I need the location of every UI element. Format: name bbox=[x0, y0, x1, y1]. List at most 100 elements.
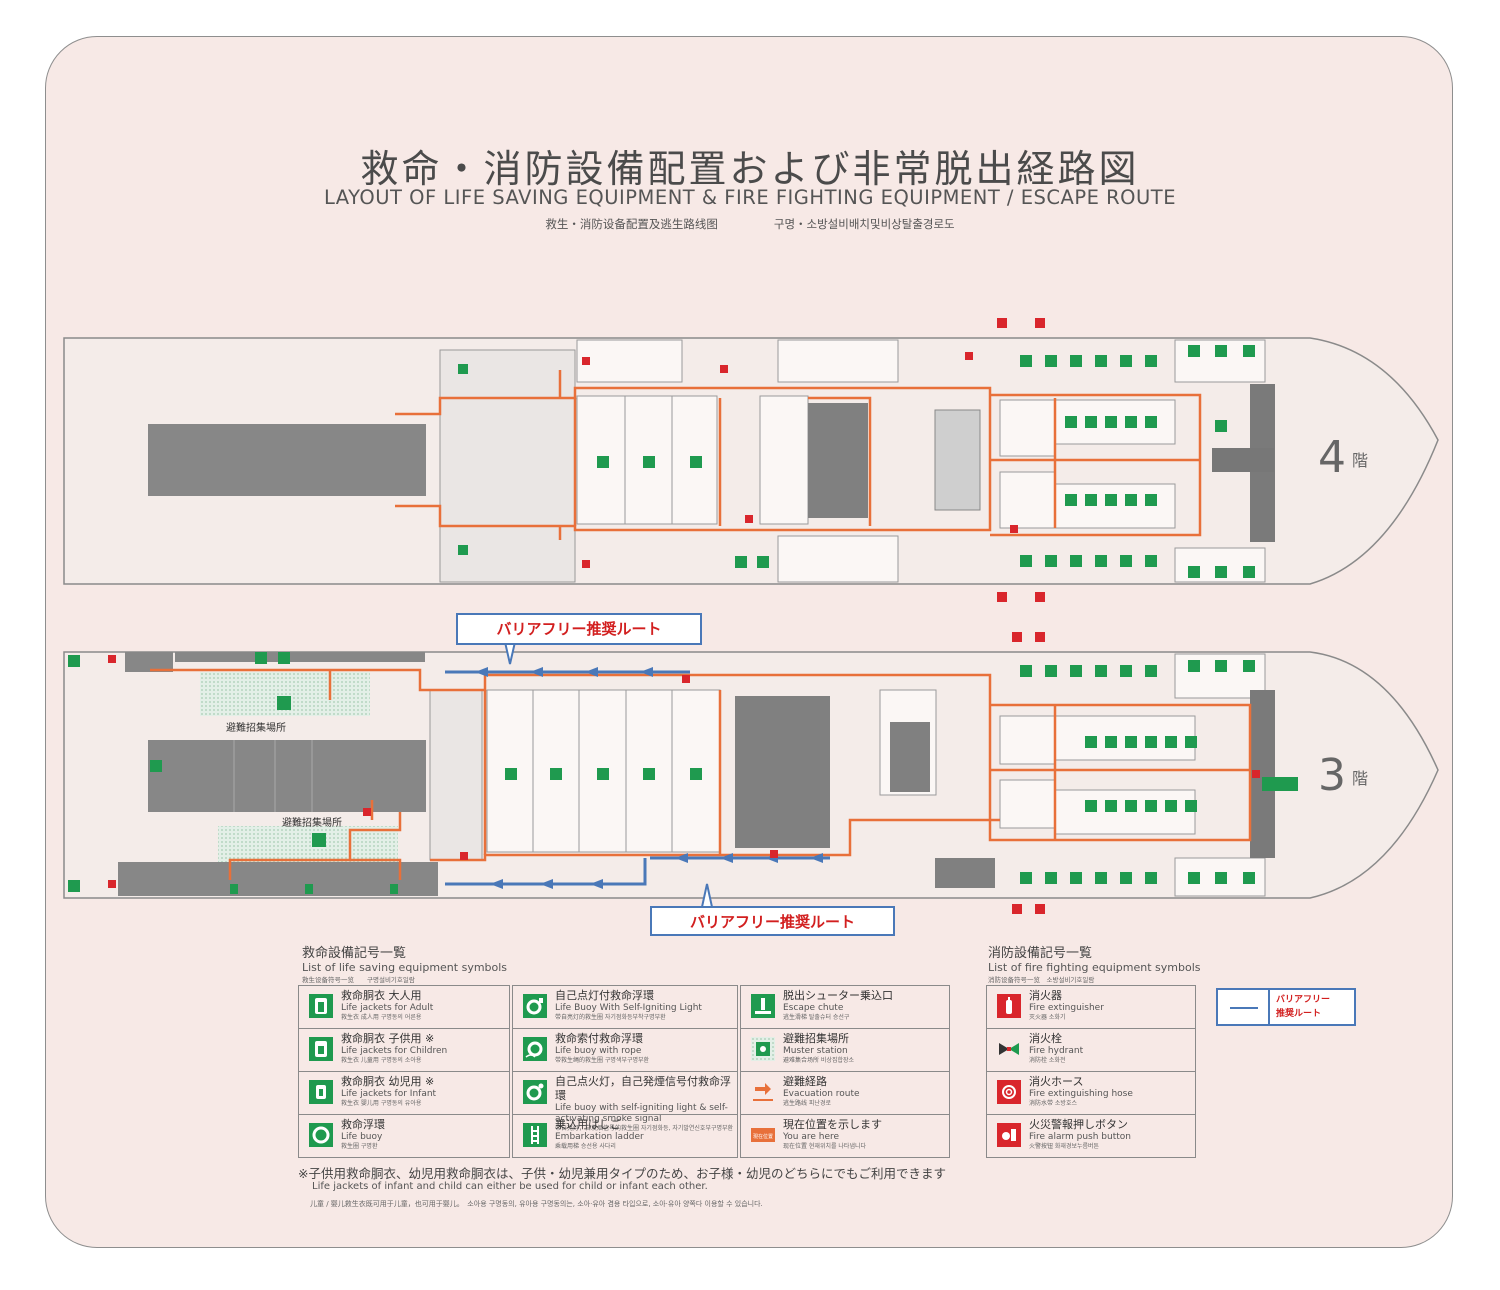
evacuation-route-icon bbox=[753, 1083, 773, 1101]
fire-hydrant-icon bbox=[999, 1043, 1019, 1055]
title-chinese: 救生・消防设备配置及逃生路线图 bbox=[545, 217, 718, 231]
legend-sub: 救生衣 儿童用 구명동의 소아용 bbox=[341, 1057, 422, 1064]
fire-fighting-legend-header: 消防設備記号一覧 List of fire fighting equipment… bbox=[988, 942, 1200, 984]
barrier-legend-line1: バリアフリー bbox=[1276, 995, 1331, 1005]
legend-jp: 救命浮環 bbox=[341, 1118, 385, 1131]
floor-4-number: 4 bbox=[1318, 432, 1346, 483]
legend-en: Life jackets for Adult bbox=[341, 1002, 434, 1013]
legend-sub: 逃生滑梯 탈출슈터 승선구 bbox=[783, 1014, 850, 1021]
life-jacket-adult-icon bbox=[309, 994, 333, 1018]
legend-jp: 現在位置を示します bbox=[783, 1118, 882, 1131]
map-board bbox=[45, 36, 1453, 1248]
barrier-free-legend-text: バリアフリー推奨ルート bbox=[1276, 993, 1330, 1021]
life-legend-title: 救命設備記号一覧 bbox=[302, 946, 407, 961]
legend-icon-wrap bbox=[751, 1037, 775, 1061]
floor-3-number: 3 bbox=[1318, 750, 1346, 801]
deck-3-garage-dark bbox=[148, 740, 426, 812]
deck-3-machinery bbox=[735, 696, 830, 848]
fire-legend-title-en: List of fire fighting equipment symbols bbox=[988, 961, 1201, 974]
legend-jp: 火災警報押しボタン bbox=[1029, 1118, 1128, 1131]
note-chinese-korean: 儿童 / 婴儿救生衣既可用于儿童，也可用于婴儿。 소아용 구명동의, 유아용 구… bbox=[310, 1200, 763, 1208]
legend-sub: 现在位置 현재위치를 나타냅니다 bbox=[783, 1143, 867, 1150]
fire-hose-icon bbox=[997, 1080, 1021, 1104]
title-subtitles: 救生・消防设备配置及逃生路线图 구명・소방설비배치및비상탈출경로도 bbox=[0, 216, 1500, 232]
legend-icon-wrap bbox=[997, 1037, 1021, 1061]
legend-jp: 避難経路 bbox=[783, 1075, 827, 1088]
legend-icon-wrap bbox=[309, 1123, 333, 1147]
deck-4-lobby bbox=[439, 349, 576, 583]
legend-jp: 乗込用はしご bbox=[555, 1118, 621, 1131]
legend-en: Life jackets for Children bbox=[341, 1045, 448, 1056]
legend-jp: 避難招集場所 bbox=[783, 1032, 849, 1045]
legend-icon-wrap bbox=[523, 994, 547, 1018]
fire-extinguisher-icon bbox=[997, 994, 1021, 1018]
life-legend-title-en: List of life saving equipment symbols bbox=[302, 961, 508, 974]
legend-sub: 救生衣 成人用 구명동의 어른용 bbox=[341, 1014, 422, 1021]
legend-en: Embarkation ladder bbox=[555, 1131, 644, 1142]
deck-4-gangway-dark bbox=[148, 424, 426, 496]
life-buoy-light-icon bbox=[523, 994, 547, 1018]
legend-jp: 救命胴衣 子供用 ※ bbox=[341, 1032, 435, 1045]
legend-icon-wrap bbox=[997, 1080, 1021, 1104]
muster-station-label-upper: 避難招集場所 bbox=[226, 723, 286, 734]
barrier-free-route-lower-b bbox=[445, 858, 647, 886]
life-jacket-infant-icon bbox=[309, 1080, 333, 1104]
legend-icon-wrap bbox=[751, 1080, 775, 1104]
legend-sub: 乘载用梯 승선용 사다리 bbox=[555, 1143, 616, 1150]
barrier-free-legend-line bbox=[1230, 1007, 1258, 1009]
legend-en: You are here bbox=[783, 1131, 840, 1142]
deck-4-stair-core bbox=[934, 409, 981, 511]
legend-sub: 救生圈 구명환 bbox=[341, 1143, 378, 1150]
embarkation-ladder-icon bbox=[523, 1123, 547, 1147]
legend-jp: 救命胴衣 幼児用 ※ bbox=[341, 1075, 435, 1088]
legend-en: Life buoy with rope bbox=[555, 1045, 642, 1056]
legend-icon-wrap bbox=[309, 994, 333, 1018]
legend-en: Life jackets for Infant bbox=[341, 1088, 437, 1099]
muster-station-label-lower: 避難招集場所 bbox=[282, 818, 342, 829]
life-jacket-child-icon bbox=[309, 1037, 333, 1061]
note-japanese: ※子供用救命胴衣、幼児用救命胴衣は、子供・幼児兼用タイプのため、お子様・幼児のど… bbox=[298, 1166, 946, 1181]
legend-jp: 救命胴衣 大人用 bbox=[341, 989, 422, 1002]
floor-4-suffix: 階 bbox=[1352, 451, 1369, 470]
legend-en: Fire extinguisher bbox=[1029, 1002, 1104, 1013]
legend-icon-wrap: 現在位置 bbox=[751, 1123, 775, 1147]
legend-icon-wrap bbox=[309, 1080, 333, 1104]
life-saving-legend-header: 救命設備記号一覧 List of life saving equipment s… bbox=[302, 942, 507, 984]
legend-sub: 避难集合场所 비상집합장소 bbox=[783, 1057, 855, 1064]
escape-chute-icon bbox=[751, 994, 775, 1018]
title-korean: 구명・소방설비배치및비상탈출경로도 bbox=[773, 217, 955, 231]
legend-jp: 消火器 bbox=[1029, 989, 1062, 1002]
life-buoy-icon bbox=[309, 1123, 333, 1147]
title-english: LAYOUT OF LIFE SAVING EQUIPMENT & FIRE F… bbox=[323, 186, 1177, 209]
life-buoy-smoke-icon bbox=[523, 1080, 547, 1104]
legend-jp: 消火ホース bbox=[1029, 1075, 1084, 1088]
legend-icon-wrap bbox=[751, 994, 775, 1018]
legend-en: Fire alarm push button bbox=[1029, 1131, 1131, 1142]
deck-4-plan bbox=[63, 318, 1439, 602]
legend-en: Evacuation route bbox=[783, 1088, 860, 1099]
legend-icon-wrap bbox=[997, 994, 1021, 1018]
svg-text:現在位置: 現在位置 bbox=[753, 1133, 773, 1140]
legend-en: Fire extinguishing hose bbox=[1029, 1088, 1133, 1099]
you-are-here-icon: 現在位置 bbox=[751, 1128, 775, 1142]
legend-sub: 带救生绳的救生圈 구명색부구명부환 bbox=[555, 1057, 650, 1064]
